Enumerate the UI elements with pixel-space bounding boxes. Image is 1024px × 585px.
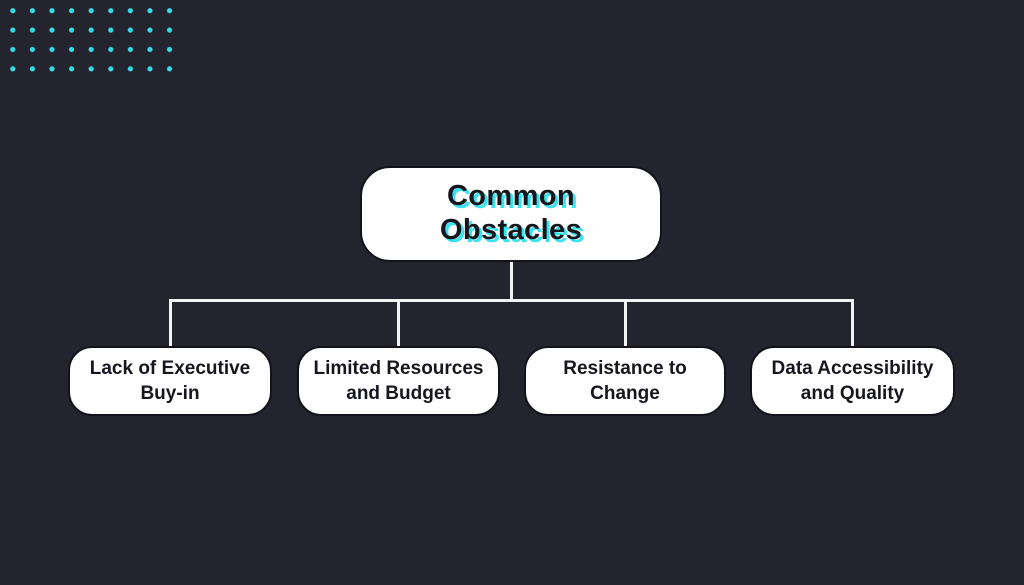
node-label-line: Change: [590, 383, 660, 404]
node-label-line: Limited Resources: [313, 357, 484, 379]
node-resistance-to-change: Resistance to Change: [524, 346, 726, 416]
connector-drop-3: [624, 299, 627, 348]
root-label-line-1: Common: [446, 180, 576, 213]
node-label-line: and Budget: [346, 383, 451, 404]
root-label-line-2: Obstacles: [439, 214, 583, 246]
node-label-line: Buy-in: [140, 383, 200, 404]
node-label-line: Resistance to: [563, 357, 687, 379]
dot-grid-pattern-icon: [3, 1, 180, 79]
connector-horizontal-rail: [169, 299, 854, 302]
connector-drop-2: [397, 299, 400, 348]
node-label-line: and Quality: [800, 383, 905, 404]
connector-drop-1: [169, 299, 172, 348]
node-root-common-obstacles: Common Obstacles: [360, 166, 662, 262]
node-limited-resources-and-budget: Limited Resources and Budget: [297, 346, 500, 416]
node-label-line: Data Accessibility: [771, 357, 934, 379]
node-label-line: Lack of Executive: [89, 357, 251, 379]
node-lack-of-executive-buy-in: Lack of Executive Buy-in: [68, 346, 272, 416]
connector-drop-4: [851, 299, 854, 348]
connector-root-stem: [510, 260, 513, 301]
node-data-accessibility-and-quality: Data Accessibility and Quality: [750, 346, 955, 416]
